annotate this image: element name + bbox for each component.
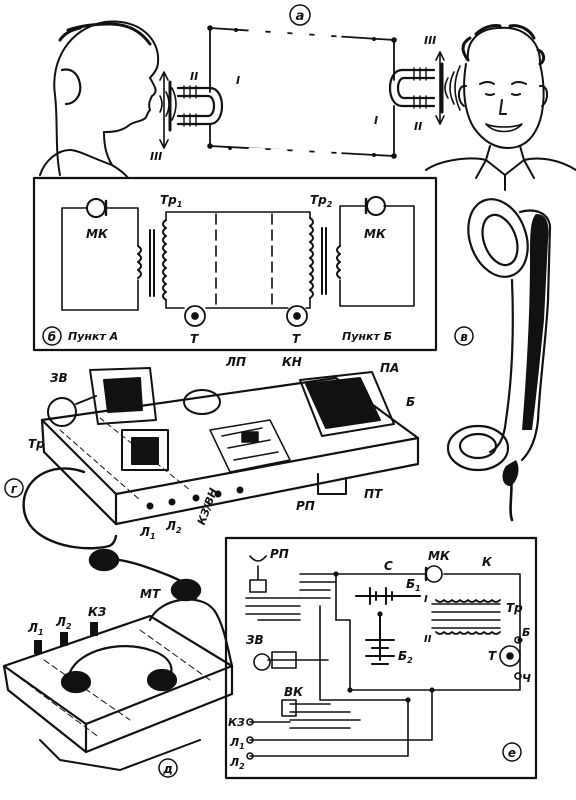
label-iii-left: III: [150, 150, 162, 163]
label-tr-sch: Тр: [506, 601, 523, 615]
sound-waves-right: [444, 65, 461, 111]
panel-g-board: г ЗВ ЛП КН ПА Б Тр РП ПТ Л1 Л2 КЗ/ВН МТ: [4, 355, 420, 602]
label-k: К: [482, 555, 493, 569]
label-mk-right: МК: [364, 227, 387, 241]
panel-e-marker: [502, 742, 522, 762]
panel-d-letter: д: [162, 762, 173, 776]
label-t-left: Т: [190, 332, 199, 346]
label-i-sch: I: [424, 594, 428, 605]
terminals-row: [146, 486, 244, 510]
label-i-left: I: [236, 74, 240, 87]
label-lp: ЛП: [225, 355, 246, 369]
station-b-circuit: [309, 196, 415, 309]
label-mk-sch: МК: [428, 549, 451, 563]
panel-g-letter: г: [11, 482, 18, 496]
label-ch: Ч: [522, 672, 531, 685]
label-zv-sch: ЗВ: [246, 633, 264, 647]
label-iii-right: III: [424, 34, 436, 47]
label-l1-sch: Л1: [229, 736, 245, 751]
magnet-left: [168, 80, 223, 132]
handset-shading: [502, 214, 549, 486]
wire-junction-dots: [207, 25, 397, 159]
label-l1-board: Л1: [139, 525, 156, 541]
label-t-right: Т: [292, 332, 301, 346]
label-rp-sch: РП: [270, 547, 289, 561]
key-block: [209, 419, 291, 473]
label-tr2: Тр2: [310, 193, 333, 209]
label-mt: МТ: [140, 587, 161, 601]
label-tr: Тр: [28, 437, 45, 451]
boy-right-figure: [425, 24, 576, 191]
receiver-symbols: [184, 305, 308, 327]
label-b2: Б2: [398, 649, 413, 665]
label-kz-box: КЗ: [88, 605, 107, 619]
label-ii-right: II: [414, 120, 422, 133]
label-kn: КН: [282, 355, 302, 369]
panel-b-letter: б: [48, 330, 56, 344]
label-vk: ВК: [284, 685, 304, 699]
label-pt: ПТ: [364, 487, 383, 501]
vibration-arrow-left: [159, 71, 169, 149]
label-b-sch: Б: [522, 626, 530, 639]
bell-zv: [47, 367, 157, 427]
box-drawing: [2, 614, 234, 771]
label-ii-sch: II: [424, 634, 432, 645]
handset-drawing: [446, 198, 552, 522]
panel-b: б Тр1 Тр2 МК МК Т Т Пункт А Пункт Б: [32, 176, 438, 352]
label-tr1: Тр1: [160, 193, 182, 209]
line-break-marks: [215, 213, 273, 307]
bracket-pt: [317, 473, 347, 495]
panel-v-marker: [454, 326, 474, 346]
label-b1: Б1: [406, 577, 421, 593]
panel-g-marker: [4, 478, 24, 498]
lamp-lp: [183, 389, 221, 415]
label-i-right: I: [374, 114, 378, 127]
label-l2-board: Л2: [165, 519, 182, 535]
coil-tr: [121, 429, 169, 471]
panel-b-marker: [42, 326, 62, 346]
panel-e-frame: [224, 536, 538, 780]
label-point-b: Пункт Б: [342, 330, 392, 343]
panel-e-schematic: е РП С МК К Б1 Б2 Тр I II Б Т Ч ЗВ ВК КЗ…: [224, 536, 538, 780]
box-terminals: [34, 622, 98, 654]
box-handset: [60, 598, 234, 694]
panel-e-letter: е: [508, 746, 516, 760]
vibration-arrow-right: [435, 51, 445, 125]
panel-a-marker: [289, 4, 311, 26]
label-t-sch: Т: [488, 649, 497, 663]
panel-a: а II I III III I II: [39, 4, 576, 191]
schematic-terminals: [246, 636, 522, 760]
panel-b-frame: [32, 176, 438, 352]
station-a-circuit: [61, 198, 311, 311]
label-ii-left: II: [190, 70, 198, 83]
boy-left-figure: [39, 20, 160, 179]
panel-v-letter: в: [460, 330, 468, 344]
sound-waves-left: [159, 87, 177, 121]
label-c: С: [384, 559, 393, 573]
label-l2-sch: Л2: [229, 756, 245, 771]
magnet-right: [389, 62, 444, 114]
label-b: Б: [406, 395, 415, 409]
label-rp: РП: [296, 499, 315, 513]
label-mk-left: МК: [86, 227, 109, 241]
label-l2-box: Л2: [55, 615, 72, 631]
line-wires: [209, 27, 395, 157]
battery-pa: [299, 371, 395, 437]
label-pa: ПА: [380, 361, 399, 375]
label-kz-sch: КЗ: [228, 716, 245, 729]
panel-d-marker: [158, 758, 178, 778]
label-zv: ЗВ: [50, 371, 68, 385]
panel-v-handset: в: [446, 198, 552, 522]
label-point-a: Пункт А: [68, 330, 118, 343]
schematic-wires: [245, 555, 521, 757]
cord: [22, 467, 118, 550]
label-l1-box: Л1: [27, 621, 44, 637]
panel-d-box: д Л1 Л2 КЗ: [2, 598, 234, 778]
panel-a-letter: а: [296, 9, 305, 24]
